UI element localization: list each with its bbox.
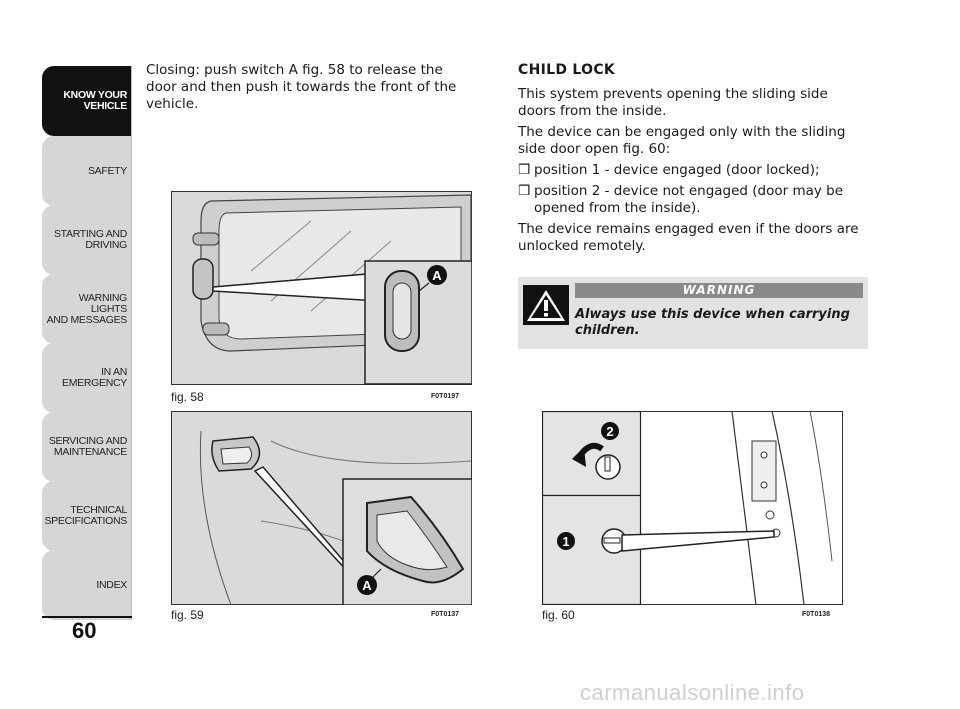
callout-1: 1 <box>562 534 569 549</box>
warning-title: WARNING <box>575 283 863 298</box>
figure-59-caption: fig. 59 <box>171 608 204 622</box>
bullet-text: position 2 - device not engaged (door ma… <box>534 183 844 216</box>
warning-box: WARNING Always use this device when carr… <box>518 277 868 349</box>
figure-60-code: F0T0138 <box>802 611 831 618</box>
sliding-door-switch-illustration: A <box>171 191 472 385</box>
child-lock-paragraph-2: The device can be engaged only with the … <box>518 124 846 157</box>
checkbox-bullet-icon: ❒ <box>518 183 531 199</box>
child-lock-paragraph-3: The device remains engaged even if the d… <box>518 221 859 254</box>
callout-a: A <box>362 578 372 593</box>
child-lock-section: CHILD LOCK This system prevents opening … <box>518 62 868 259</box>
bullet-position-1: ❒ position 1 - device engaged (door lock… <box>518 162 868 179</box>
figure-58-code: F0T0197 <box>431 393 460 400</box>
figure-60-caption: fig. 60 <box>542 608 575 622</box>
watermark: carmanualsonline.info <box>580 680 805 705</box>
page-number: 60 <box>72 618 97 643</box>
tab-index[interactable]: INDEX <box>42 550 132 620</box>
tab-starting-and-driving[interactable]: STARTING AND DRIVING <box>42 205 132 275</box>
tab-warning-lights[interactable]: WARNING LIGHTS AND MESSAGES <box>42 274 132 344</box>
bullet-text: position 1 - device engaged (door locked… <box>534 162 820 178</box>
tab-in-an-emergency[interactable]: IN AN EMERGENCY <box>42 343 132 413</box>
figure-59-code: F0T0137 <box>431 611 460 618</box>
tab-bottom-rule <box>42 616 132 618</box>
bullet-position-2: ❒ position 2 - device not engaged (door … <box>518 183 868 217</box>
callout-2: 2 <box>606 424 613 439</box>
warning-text: Always use this device when carrying chi… <box>575 307 850 338</box>
tab-safety[interactable]: SAFETY <box>42 136 132 206</box>
figure-59: A <box>171 411 472 605</box>
child-lock-paragraph-1: This system prevents opening the sliding… <box>518 86 828 119</box>
tab-know-your-vehicle[interactable]: KNOW YOUR VEHICLE <box>42 66 132 136</box>
checkbox-bullet-icon: ❒ <box>518 162 531 178</box>
closing-instructions: Closing: push switch A fig. 58 to releas… <box>146 62 457 112</box>
callout-a: A <box>432 268 442 283</box>
figure-58: A <box>171 191 472 385</box>
figure-58-caption: fig. 58 <box>171 390 204 404</box>
tab-servicing-and-maintenance[interactable]: SERVICING AND MAINTENANCE <box>42 412 132 482</box>
figure-60: 2 1 <box>542 411 843 605</box>
tab-technical-specifications[interactable]: TECHNICAL SPECIFICATIONS <box>42 481 132 551</box>
child-lock-illustration: 2 1 <box>542 411 843 605</box>
warning-triangle-icon <box>523 285 569 325</box>
door-handle-illustration: A <box>171 411 472 605</box>
child-lock-heading: CHILD LOCK <box>518 62 616 78</box>
